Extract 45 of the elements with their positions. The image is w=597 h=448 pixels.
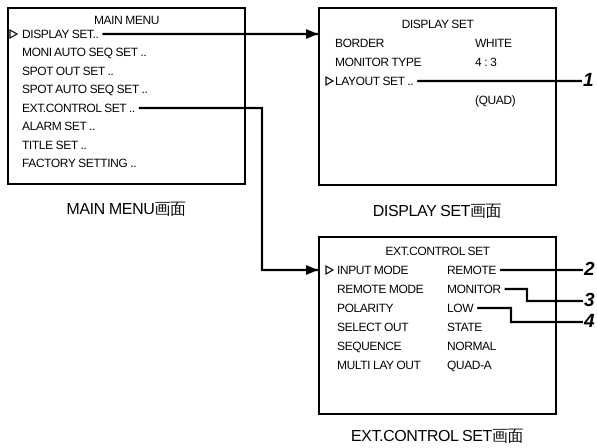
menu-item: POLARITY — [337, 301, 394, 315]
screen-caption: DISPLAY SET画面 — [372, 203, 502, 221]
menu-item: LAYOUT SET .. — [335, 74, 414, 88]
menu-item: SEQUENCE — [337, 339, 402, 353]
menu-item: EXT.CONTROL SET .. — [22, 101, 135, 115]
menu-item: STATE — [447, 320, 482, 334]
menu-item: SELECT OUT — [337, 320, 408, 334]
arrow — [102, 29, 318, 39]
screen-title: MAIN MENU — [94, 13, 160, 27]
menu-item: FACTORY SETTING .. — [22, 156, 136, 170]
screen-frame — [318, 7, 557, 186]
menu-item: BORDER — [335, 36, 384, 50]
menu-item: NORMAL — [447, 339, 496, 353]
menu-item: TITLE SET .. — [22, 138, 86, 152]
menu-item: REMOTE — [447, 263, 496, 277]
menu-item: SPOT OUT SET .. — [22, 64, 114, 78]
leader-line — [500, 268, 583, 272]
screen-title: EXT.CONTROL SET — [385, 244, 490, 258]
callout-number: 2 — [584, 260, 595, 280]
screen-frame — [7, 7, 246, 185]
screen-title: DISPLAY SET — [402, 17, 474, 31]
menu-item: INPUT MODE — [337, 263, 408, 277]
menu-item: ALARM SET .. — [22, 119, 96, 133]
menu-item: 4 : 3 — [475, 55, 496, 69]
menu-item: MONI AUTO SEQ SET .. — [22, 45, 146, 59]
menu-item: MONITOR — [447, 282, 501, 296]
menu-item: MONITOR TYPE — [335, 55, 422, 69]
callout-number: 1 — [583, 71, 594, 91]
menu-item: (QUAD) — [475, 93, 516, 107]
menu-item: REMOTE MODE — [337, 282, 424, 296]
arrow — [138, 106, 318, 275]
screen-caption: MAIN MENU画面 — [66, 201, 186, 219]
screen-caption: EXT.CONTROL SET画面 — [350, 428, 524, 446]
callout-number: 3 — [584, 291, 595, 311]
screen-frame — [318, 236, 557, 415]
leader-line — [477, 306, 583, 324]
menu-item: MULTI LAY OUT — [337, 358, 420, 372]
menu-item: DISPLAY SET.. — [22, 27, 98, 41]
leader-line — [504, 288, 583, 302]
menu-item: WHITE — [475, 36, 512, 50]
menu-item: LOW — [447, 301, 474, 315]
menu-item: SPOT AUTO SEQ SET .. — [22, 82, 148, 96]
leader-line — [417, 80, 582, 82]
callout-number: 4 — [584, 312, 595, 332]
menu-item: QUAD-A — [447, 358, 492, 372]
